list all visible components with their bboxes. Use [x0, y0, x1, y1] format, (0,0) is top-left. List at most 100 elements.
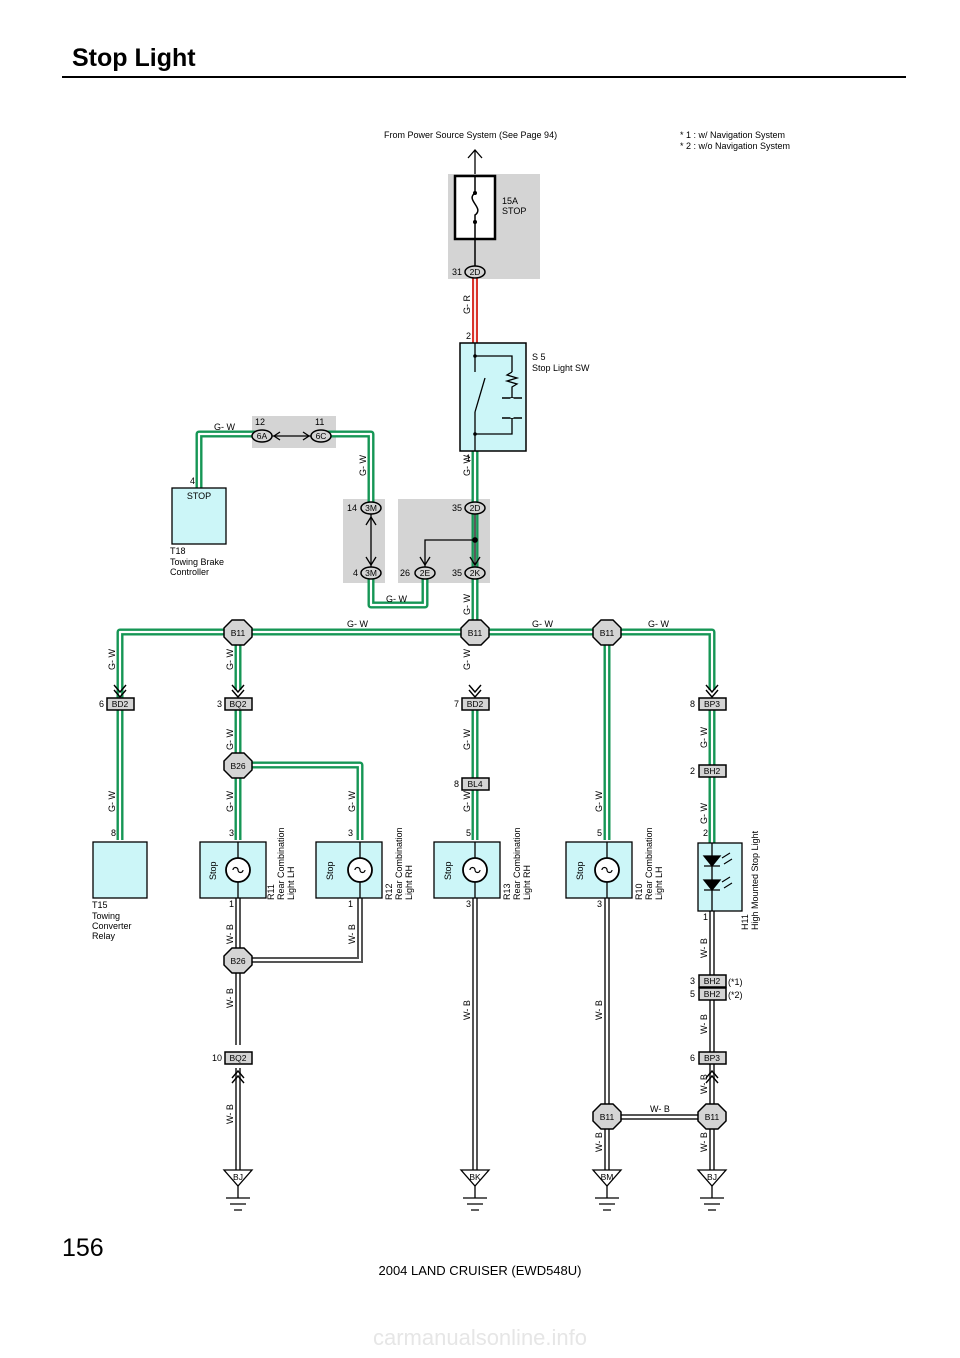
svg-text:BP3: BP3: [704, 699, 720, 709]
svg-text:B11: B11: [705, 1112, 720, 1122]
r12-id: R12: [384, 883, 394, 900]
svg-text:BH2: BH2: [704, 976, 721, 986]
svg-text:4: 4: [353, 568, 358, 578]
svg-text:26: 26: [400, 568, 410, 578]
gw-wires: [116, 430, 716, 850]
svg-text:W- B: W- B: [225, 988, 235, 1008]
svg-text:G- W: G- W: [225, 791, 235, 812]
r13-lamp: [433, 841, 501, 899]
s5-id: S 5: [532, 352, 546, 362]
svg-text:1: 1: [348, 899, 353, 909]
r11-lamp: [199, 841, 267, 899]
junction-b11-2: B11: [460, 619, 490, 646]
connector-2d-top: 2D: [464, 265, 486, 279]
svg-text:3: 3: [466, 899, 471, 909]
stop-label-r13: Stop: [443, 861, 453, 880]
r10-lamp: [565, 841, 633, 899]
svg-text:B11: B11: [600, 1112, 615, 1122]
svg-text:G- W: G- W: [594, 791, 604, 812]
svg-text:BK: BK: [469, 1172, 481, 1182]
svg-text:1: 1: [229, 899, 234, 909]
r13-name1: Rear Combination: [512, 827, 522, 900]
svg-text:2: 2: [466, 331, 471, 341]
source-note: From Power Source System (See Page 94): [384, 130, 557, 140]
connector-chevrons: [113, 684, 719, 1084]
svg-text:5: 5: [597, 828, 602, 838]
svg-text:35: 35: [452, 503, 462, 513]
wire-labels: G- W G- W G- W G- W G- W W- B G- R G- W …: [107, 295, 709, 1152]
svg-text:B26: B26: [230, 956, 245, 966]
svg-text:BP3: BP3: [704, 1053, 720, 1063]
connector-2d-mid: 2D: [464, 501, 486, 515]
svg-text:B11: B11: [600, 628, 615, 638]
connector-bh2-v2: BH2: [698, 987, 727, 1001]
svg-text:11: 11: [315, 417, 324, 427]
rear-combination-lamps: [199, 841, 633, 899]
svg-text:2: 2: [690, 766, 695, 776]
fuse-amp: 15A: [502, 196, 518, 206]
r11-name1: Rear Combination: [276, 827, 286, 900]
fuse-name: STOP: [502, 206, 526, 216]
svg-text:3: 3: [690, 976, 695, 986]
svg-text:3: 3: [229, 828, 234, 838]
svg-text:6A: 6A: [257, 431, 268, 441]
s5-name: Stop Light SW: [532, 363, 590, 373]
svg-text:2: 2: [703, 828, 708, 838]
svg-text:W- B: W- B: [594, 1000, 604, 1020]
svg-text:6: 6: [99, 699, 104, 709]
led-icon: [702, 879, 722, 892]
r12-name1: Rear Combination: [394, 827, 404, 900]
r13-name2: Light RH: [522, 865, 532, 900]
ground-bj-left: BJ: [222, 1169, 254, 1211]
svg-text:G- W: G- W: [462, 729, 472, 750]
svg-text:3: 3: [348, 828, 353, 838]
svg-text:BQ2: BQ2: [229, 1053, 246, 1063]
svg-text:12: 12: [255, 417, 265, 427]
svg-text:31: 31: [452, 267, 462, 277]
svg-text:G- R: G- R: [462, 295, 472, 314]
connector-bh2-top: BH2: [698, 764, 727, 778]
svg-text:BJ: BJ: [707, 1172, 717, 1182]
svg-text:6C: 6C: [316, 431, 327, 441]
header-notes: From Power Source System (See Page 94) *…: [384, 130, 790, 151]
connector-6c: 6C: [310, 429, 332, 443]
svg-text:6: 6: [690, 1053, 695, 1063]
svg-text:G- W: G- W: [107, 649, 117, 670]
stop-label-r11: Stop: [208, 861, 218, 880]
svg-text:8: 8: [690, 699, 695, 709]
svg-text:G- W: G- W: [462, 791, 472, 812]
led-icon: [702, 855, 722, 868]
svg-text:35: 35: [452, 568, 462, 578]
svg-text:BL4: BL4: [467, 779, 482, 789]
connector-bd2-center: BD2: [461, 697, 490, 711]
svg-text:W- B: W- B: [699, 938, 709, 958]
connector-6a: 6A: [251, 429, 273, 443]
svg-text:BH2: BH2: [704, 766, 721, 776]
svg-text:G- W: G- W: [214, 422, 235, 432]
note-2: * 2 : w/o Navigation System: [680, 141, 790, 151]
svg-text:BH2: BH2: [704, 989, 721, 999]
svg-text:G- W: G- W: [699, 727, 709, 748]
svg-text:4: 4: [190, 476, 195, 486]
inline-connectors: BD2 BQ2 BD2 BP3 BL4 BH2 BH2 BH2: [106, 697, 727, 1065]
svg-text:BQ2: BQ2: [229, 699, 246, 709]
svg-text:BD2: BD2: [112, 699, 129, 709]
svg-text:G- W: G- W: [225, 649, 235, 670]
t18-box-label: STOP: [187, 491, 211, 501]
svg-text:BD2: BD2: [467, 699, 484, 709]
svg-text:3M: 3M: [365, 503, 377, 513]
connector-bd2-left: BD2: [106, 697, 135, 711]
connector-bl4: BL4: [461, 777, 490, 791]
towing-brake-controller: STOP: [171, 487, 227, 545]
svg-text:G- W: G- W: [532, 619, 553, 629]
junction-b26-bottom: B26: [223, 947, 253, 974]
connector-bq2-bottom: BQ2: [224, 1051, 253, 1065]
svg-text:G- W: G- W: [462, 455, 472, 476]
svg-text:B26: B26: [230, 761, 245, 771]
connector-internals: [272, 431, 481, 567]
svg-text:3: 3: [597, 899, 602, 909]
svg-text:G- W: G- W: [462, 649, 472, 670]
stop-label-r12: Stop: [325, 861, 335, 880]
svg-text:8: 8: [454, 779, 459, 789]
connector-bp3-bottom: BP3: [698, 1051, 727, 1065]
